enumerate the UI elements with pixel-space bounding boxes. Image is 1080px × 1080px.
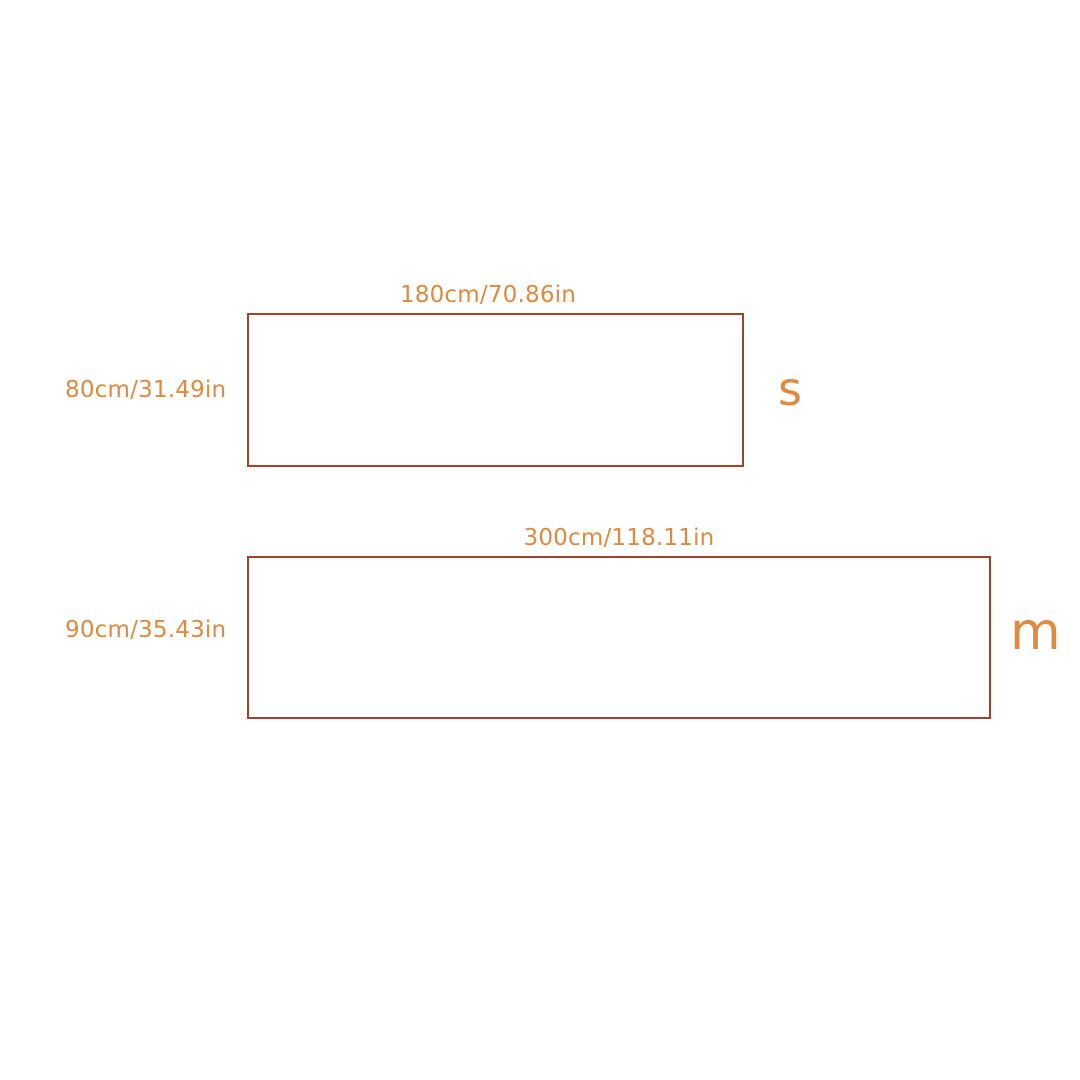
size-m-height-label: 90cm/35.43in — [65, 617, 227, 643]
size-s-rectangle — [247, 313, 744, 467]
size-s-height-label: 80cm/31.49in — [65, 377, 227, 403]
size-m-letter: m — [1010, 602, 1061, 662]
size-m-width-label: 300cm/118.11in — [523, 525, 715, 551]
size-s-letter: s — [778, 362, 802, 416]
size-s-width-label: 180cm/70.86in — [399, 282, 577, 308]
size-m-rectangle — [247, 556, 991, 719]
